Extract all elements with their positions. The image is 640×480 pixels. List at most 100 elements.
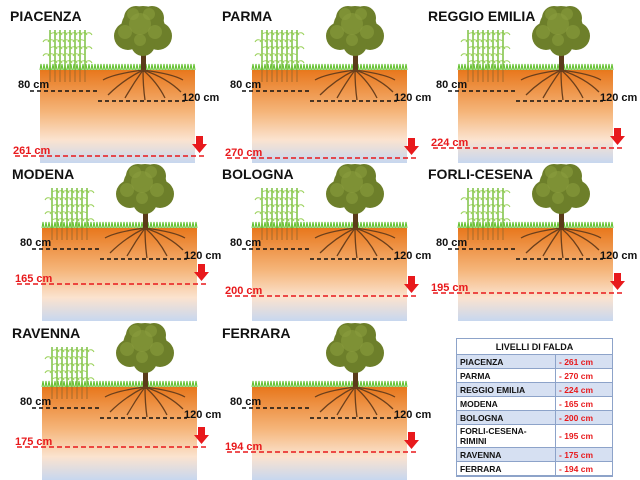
- soil-block: [40, 70, 195, 163]
- legend-row: PARMA- 270 cm: [457, 368, 612, 383]
- legend-row: PIACENZA- 261 cm: [457, 355, 612, 369]
- legend-depth: - 224 cm: [555, 382, 612, 397]
- legend-title: LIVELLI DI FALDA: [457, 339, 612, 355]
- city-name: PARMA: [222, 8, 273, 24]
- water-table-depth-label: 195 cm: [431, 282, 469, 294]
- down-arrow-icon: [404, 276, 419, 293]
- legend-row: FORLI-CESENA-RIMINI- 195 cm: [457, 424, 612, 448]
- tree-roots: [520, 227, 602, 259]
- down-arrow-icon: [610, 128, 625, 145]
- panel-piacenza: 80 cm 120 cm 261 cm PIACENZA: [10, 6, 220, 163]
- panel-ravenna: 80 cm 120 cm 175 cm RAVENNA: [12, 323, 222, 480]
- corn-crop: [254, 188, 305, 240]
- legend-depth: - 270 cm: [555, 368, 612, 383]
- legend-depth: - 175 cm: [555, 447, 612, 462]
- grass-strip: [41, 221, 198, 229]
- legend-depth: - 194 cm: [555, 461, 612, 476]
- water-table-depth-label: 194 cm: [225, 441, 263, 453]
- tree-roots: [314, 227, 396, 259]
- grass-strip: [251, 63, 408, 71]
- tree: [116, 164, 174, 230]
- soil-block: [252, 70, 407, 163]
- tree: [326, 6, 384, 72]
- corn-crop: [460, 188, 511, 240]
- city-name: PIACENZA: [10, 8, 82, 24]
- crop-depth-label: 80 cm: [230, 79, 261, 91]
- tree-roots: [104, 227, 186, 259]
- tree: [326, 164, 384, 230]
- city-name: RAVENNA: [12, 325, 81, 341]
- legend-row: MODENA- 165 cm: [457, 396, 612, 411]
- legend-city: MODENA: [457, 396, 556, 411]
- soil-profile-illustration: 80 cm 120 cm 200 cm: [225, 164, 432, 321]
- soil-block: [458, 228, 613, 321]
- legend-depth: - 195 cm: [555, 424, 612, 448]
- crop-depth-label: 80 cm: [20, 396, 51, 408]
- water-table-depth-label: 261 cm: [13, 145, 51, 157]
- city-name: FORLI-CESENA: [428, 166, 533, 182]
- down-arrow-icon: [194, 264, 209, 281]
- tree-roots: [520, 69, 602, 101]
- tree: [532, 6, 590, 72]
- legend-depth: - 165 cm: [555, 396, 612, 411]
- panel-bologna: 80 cm 120 cm 200 cm BOLOGNA: [222, 164, 432, 321]
- tree-roots: [314, 386, 396, 418]
- water-table-depth-label: 175 cm: [15, 436, 53, 448]
- legend-city: PIACENZA: [457, 355, 556, 369]
- soil-profile-illustration: 80 cm 120 cm 175 cm: [15, 323, 222, 480]
- grass-strip: [457, 221, 614, 229]
- legend-row: FERRARA- 194 cm: [457, 461, 612, 476]
- legend-city: PARMA: [457, 368, 556, 383]
- down-arrow-icon: [194, 427, 209, 444]
- soil-profile-illustration: 80 cm 120 cm 261 cm: [13, 6, 220, 163]
- tree-depth-label: 120 cm: [394, 409, 432, 421]
- soil-block: [42, 387, 197, 480]
- legend-city: FORLI-CESENA-RIMINI: [457, 424, 556, 448]
- crop-depth-label: 80 cm: [18, 79, 49, 91]
- grass-strip: [457, 63, 614, 71]
- legend-city: REGGIO EMILIA: [457, 382, 556, 397]
- corn-crop: [44, 188, 95, 240]
- soil-block: [42, 228, 197, 321]
- corn-crop: [460, 30, 511, 82]
- soil-profile-illustration: 80 cm 120 cm 194 cm: [225, 323, 432, 480]
- tree-depth-label: 120 cm: [182, 92, 220, 104]
- legend-city: RAVENNA: [457, 447, 556, 462]
- legend-row: REGGIO EMILIA- 224 cm: [457, 382, 612, 397]
- city-name: MODENA: [12, 166, 75, 182]
- water-table-depth-label: 165 cm: [15, 273, 53, 285]
- city-name: BOLOGNA: [222, 166, 294, 182]
- corn-crop: [42, 30, 93, 82]
- tree-depth-label: 120 cm: [600, 92, 638, 104]
- water-table-depth-label: 224 cm: [431, 137, 469, 149]
- grass-strip: [41, 380, 198, 388]
- corn-crop: [254, 30, 305, 82]
- crop-depth-label: 80 cm: [230, 396, 261, 408]
- legend-depth: - 261 cm: [555, 355, 612, 369]
- down-arrow-icon: [192, 136, 207, 153]
- tree-depth-label: 120 cm: [394, 250, 432, 262]
- soil-block: [252, 228, 407, 321]
- corn-crop: [44, 347, 95, 399]
- tree-depth-label: 120 cm: [600, 250, 638, 262]
- tree: [116, 323, 174, 389]
- city-name: REGGIO EMILIA: [428, 8, 536, 24]
- water-table-depth-label: 200 cm: [225, 285, 263, 297]
- tree-depth-label: 120 cm: [184, 409, 222, 421]
- crop-depth-label: 80 cm: [20, 237, 51, 249]
- down-arrow-icon: [610, 273, 625, 290]
- grass-strip: [251, 380, 408, 388]
- grass-strip: [251, 221, 408, 229]
- tree: [532, 164, 590, 230]
- crop-depth-label: 80 cm: [230, 237, 261, 249]
- tree-roots: [314, 69, 396, 101]
